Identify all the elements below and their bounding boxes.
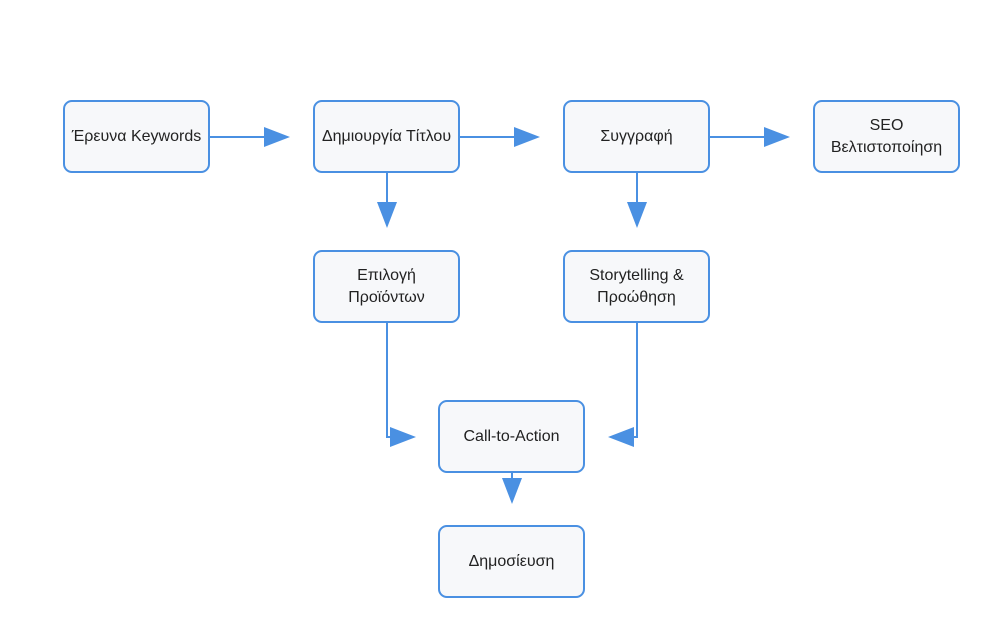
arrowhead-story-cta — [608, 427, 634, 447]
node-product-selection[interactable]: Επιλογή Προϊόντων — [313, 250, 460, 323]
arrowhead-keywords-title — [264, 127, 290, 147]
arrowhead-title-writing — [514, 127, 540, 147]
node-writing[interactable]: Συγγραφή — [563, 100, 710, 173]
node-storytelling-promotion[interactable]: Storytelling & Προώθηση — [563, 250, 710, 323]
node-label: SEO Βελτιστοποίηση — [830, 116, 943, 156]
node-label: Συγγραφή — [600, 127, 673, 145]
arrowhead-title-products — [377, 202, 397, 228]
arrowhead-writing-seo — [764, 127, 790, 147]
edge-products-cta — [386, 323, 398, 438]
arrowhead-cta-publish — [502, 478, 522, 504]
arrowhead-products-cta — [390, 427, 416, 447]
node-publish[interactable]: Δημοσίευση — [438, 525, 585, 598]
arrowhead-writing-story — [627, 202, 647, 228]
node-label: Call-to-Action — [463, 427, 560, 445]
edge-story-cta — [626, 323, 638, 438]
node-label: Δημοσίευση — [468, 552, 555, 570]
node-seo-optimization[interactable]: SEO Βελτιστοποίηση — [813, 100, 960, 173]
node-label: Επιλογή Προϊόντων — [348, 266, 425, 306]
node-call-to-action[interactable]: Call-to-Action — [438, 400, 585, 473]
node-label: Δημιουργία Τίτλου — [321, 127, 452, 145]
node-label: Storytelling & Προώθηση — [589, 266, 684, 306]
node-keyword-research[interactable]: Έρευνα Keywords — [63, 100, 210, 173]
node-label: Έρευνα Keywords — [71, 127, 202, 145]
node-title-creation[interactable]: Δημιουργία Τίτλου — [313, 100, 460, 173]
